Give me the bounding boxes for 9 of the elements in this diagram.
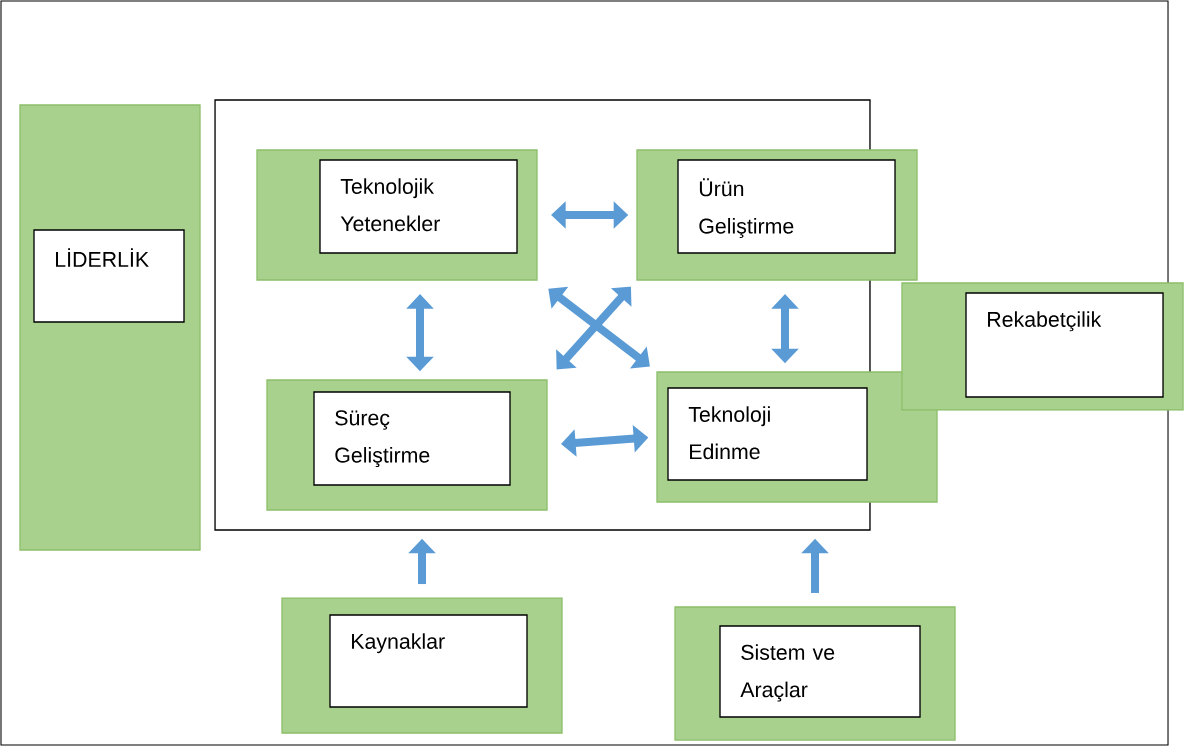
process-box: LİDERLİK: [19, 104, 201, 551]
process-box: Sistem ve Araçlar: [674, 606, 956, 741]
process-box: Rekabetçilik: [901, 282, 1184, 411]
process-box: Teknolojik Yetenekler: [256, 149, 538, 281]
process-box: Ürün Geliştirme: [636, 149, 918, 281]
process-box: Süreç Geliştirme: [266, 379, 548, 511]
arrow: [556, 286, 632, 370]
process-box: Kaynaklar: [281, 597, 563, 734]
process-box: Teknoloji Edinme: [656, 371, 938, 503]
